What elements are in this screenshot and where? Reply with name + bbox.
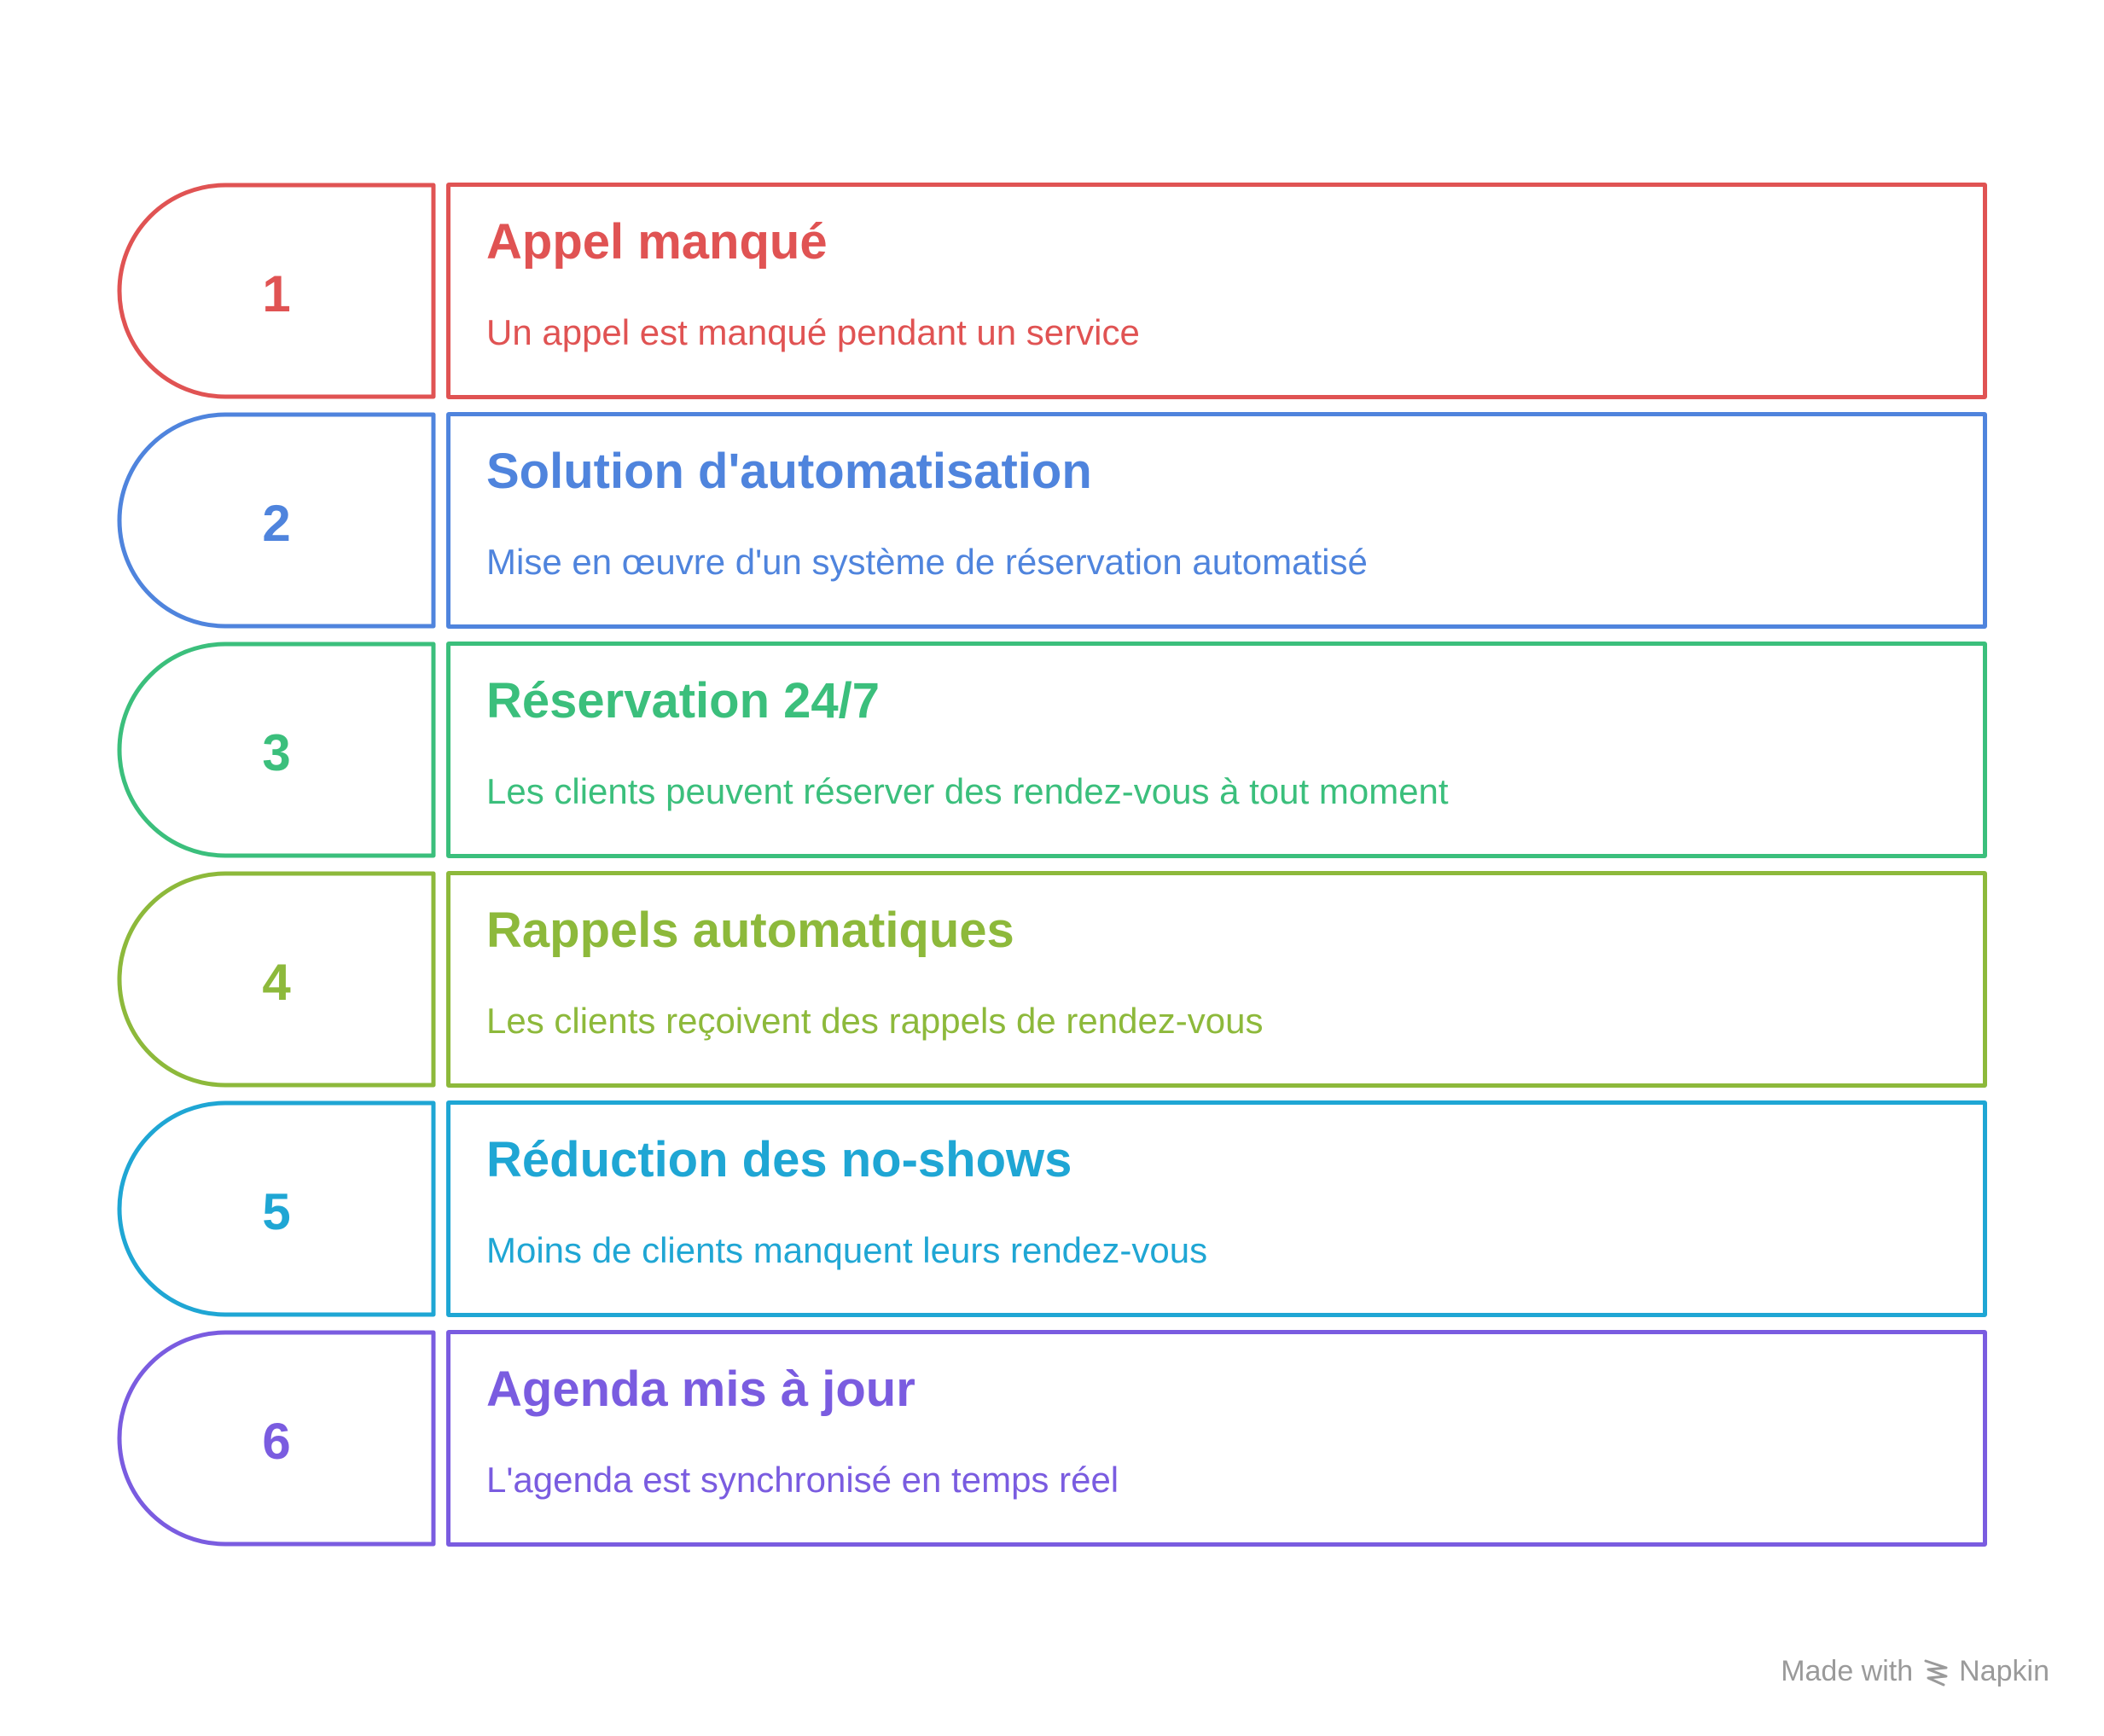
step-description: Un appel est manqué pendant un service — [486, 312, 1140, 352]
step-number-tab — [117, 642, 436, 858]
step-number-tab — [117, 1100, 436, 1317]
step-number: 4 — [262, 953, 291, 1011]
step-number-tab — [117, 871, 436, 1088]
step-3: 3 Réservation 24/7 Les clients peuvent r… — [0, 642, 2104, 863]
made-with-label: Made with — [1781, 1655, 1914, 1687]
step-number: 3 — [262, 723, 291, 781]
step-card: Réduction des no-shows Moins de clients … — [446, 1100, 1987, 1317]
step-number-tab — [117, 183, 436, 399]
step-title: Réservation 24/7 — [486, 673, 881, 729]
step-description: L'agenda est synchronisé en temps réel — [486, 1460, 1119, 1500]
step-number: 1 — [262, 264, 291, 322]
step-description: Mise en œuvre d'un système de réservatio… — [486, 542, 1368, 582]
step-2: 2 Solution d'automatisation Mise en œuvr… — [0, 412, 2104, 634]
step-description: Les clients peuvent réserver des rendez-… — [486, 771, 1449, 811]
made-with-napkin-footer: Made with Napkin — [1781, 1655, 2049, 1688]
step-card: Réservation 24/7 Les clients peuvent rés… — [446, 642, 1987, 858]
napkin-brand-label: Napkin — [1959, 1655, 2049, 1687]
step-description: Les clients reçoivent des rappels de ren… — [486, 1001, 1264, 1041]
step-card: Agenda mis à jour L'agenda est synchroni… — [446, 1330, 1987, 1547]
step-card: Rappels automatiques Les clients reçoive… — [446, 871, 1987, 1088]
step-card: Appel manqué Un appel est manqué pendant… — [446, 183, 1987, 399]
step-1: 1 Appel manqué Un appel est manqué penda… — [0, 183, 2104, 404]
step-number: 6 — [262, 1412, 291, 1470]
napkin-logo-icon — [1924, 1659, 1948, 1686]
step-number: 2 — [262, 494, 291, 552]
step-title: Appel manqué — [486, 214, 828, 270]
step-card: Solution d'automatisation Mise en œuvre … — [446, 412, 1987, 629]
step-title: Réduction des no-shows — [486, 1132, 1072, 1187]
step-6: 6 Agenda mis à jour L'agenda est synchro… — [0, 1330, 2104, 1552]
step-4: 4 Rappels automatiques Les clients reçoi… — [0, 871, 2104, 1093]
step-title: Rappels automatiques — [486, 903, 1014, 958]
step-description: Moins de clients manquent leurs rendez-v… — [486, 1230, 1208, 1270]
step-number-tab — [117, 1330, 436, 1547]
step-title: Solution d'automatisation — [486, 444, 1092, 499]
step-number: 5 — [262, 1182, 291, 1240]
step-number-tab — [117, 412, 436, 629]
step-5: 5 Réduction des no-shows Moins de client… — [0, 1100, 2104, 1322]
step-title: Agenda mis à jour — [486, 1362, 915, 1417]
